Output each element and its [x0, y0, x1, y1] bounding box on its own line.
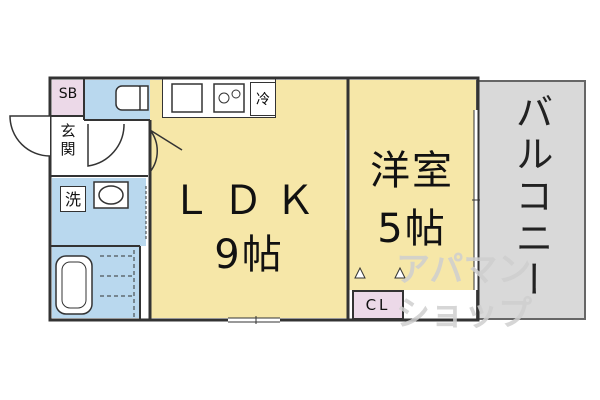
watermark-line-2: ショップ [396, 294, 532, 334]
fridge-label: 冷 [256, 92, 270, 108]
ldk-size: 9帖 [214, 232, 284, 278]
ldk-room [150, 80, 348, 318]
western-room [348, 80, 476, 290]
entrance-label: 玄関 [60, 122, 76, 158]
storage-label: SB [58, 86, 78, 102]
shoe-box-area [52, 80, 84, 116]
watermark: アパマン ショップ [396, 248, 566, 358]
western-room-name: 洋室 [370, 148, 454, 194]
closet-label: CL [365, 296, 391, 314]
washroom-label: 洗 [60, 186, 86, 212]
balcony-label: バルコニー [509, 92, 553, 302]
fridge-space: 冷 [250, 82, 276, 116]
watermark-line-1: アパマン [396, 250, 532, 290]
balcony-area [476, 80, 586, 320]
entrance-area [52, 116, 84, 174]
ldk-name: ＬＤＫ [171, 178, 327, 224]
western-room-size: 5帖 [377, 206, 447, 252]
